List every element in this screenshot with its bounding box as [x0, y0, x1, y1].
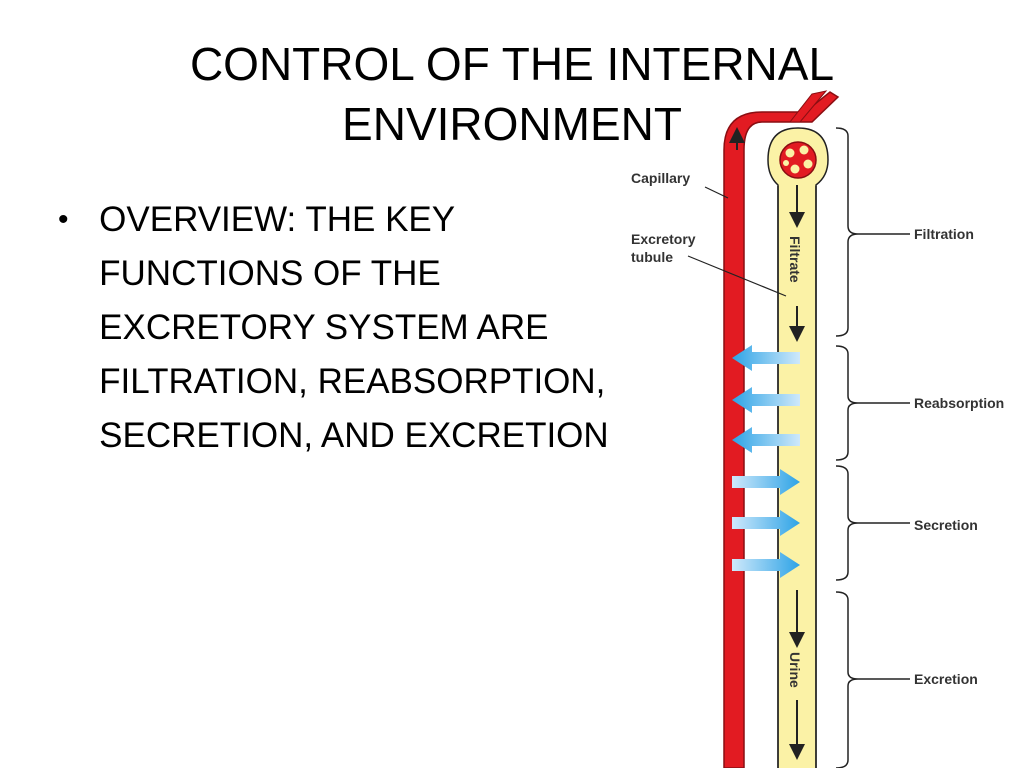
- bullet-text: OVERVIEW: THE KEY FUNCTIONS OF THE EXCRE…: [99, 193, 648, 463]
- capillary-vessel: [723, 90, 840, 768]
- excretion-label: Excretion: [914, 671, 978, 687]
- bullet-line-3: EXCRETORY SYSTEM ARE: [99, 308, 549, 347]
- process-brackets: [835, 127, 910, 768]
- bullet-line-2: FUNCTIONS OF THE: [99, 254, 441, 293]
- reabsorption-label: Reabsorption: [914, 395, 1004, 411]
- capillary-leader: [704, 186, 729, 199]
- slide-title: CONTROL OF THE INTERNAL ENVIRONMENT: [0, 34, 1024, 154]
- filtration-label: Filtration: [914, 226, 974, 242]
- bullet-line-5: SECRETION, AND EXCRETION: [99, 416, 609, 455]
- bullet-marker: •: [58, 203, 69, 236]
- excretory-tubule-label-line1: Excretory: [631, 231, 696, 247]
- bullet-item: • OVERVIEW: THE KEY FUNCTIONS OF THE EXC…: [58, 193, 648, 463]
- secretion-label: Secretion: [914, 517, 978, 533]
- excretory-process-diagram: Filtrate Urine Capillary Excretory tubul…: [631, 90, 1004, 768]
- excretory-tubule-leader: [687, 255, 787, 297]
- glomerulus-icon: [779, 141, 817, 179]
- title-line-1: CONTROL OF THE INTERNAL: [189, 38, 835, 90]
- title-line-2: ENVIRONMENT: [342, 98, 682, 150]
- bullet-line-4: FILTRATION, REABSORPTION,: [99, 362, 606, 401]
- bullet-list: • OVERVIEW: THE KEY FUNCTIONS OF THE EXC…: [58, 193, 648, 463]
- reabsorption-arrows: [732, 345, 800, 453]
- filtrate-label: Filtrate: [787, 236, 803, 283]
- excretory-tubule-label-line2: tubule: [631, 249, 673, 265]
- secretion-arrows: [732, 469, 800, 578]
- capillary-label: Capillary: [631, 170, 690, 186]
- bullet-line-1: OVERVIEW: THE KEY: [99, 200, 456, 239]
- urine-label: Urine: [787, 652, 803, 688]
